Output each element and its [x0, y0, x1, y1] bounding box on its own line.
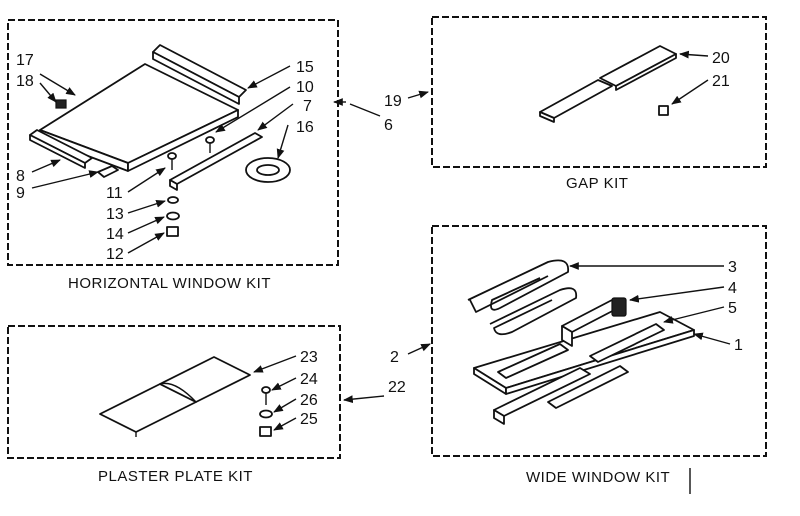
gap-strip-20: [539, 45, 677, 123]
nut-25: [259, 426, 272, 437]
gap-kit: 20 21 GAP KIT: [431, 16, 767, 192]
nut-12: [166, 226, 179, 237]
bar-8: [29, 129, 93, 169]
label-4: 4: [728, 280, 737, 297]
caption-plaster-plate-kit: PLASTER PLATE KIT: [98, 468, 253, 485]
label-20: 20: [712, 50, 730, 67]
washer-26: [259, 409, 273, 419]
label-1: 1: [734, 337, 743, 354]
screw-11: [167, 152, 177, 170]
label-8: 8: [16, 168, 25, 185]
plate-17: [39, 63, 239, 172]
caption-wide-window-kit: WIDE WINDOW KIT: [526, 469, 670, 486]
screw-10: [205, 136, 215, 153]
washer-14: [166, 211, 180, 221]
label-10: 10: [296, 79, 314, 96]
label-26: 26: [300, 392, 318, 409]
callout-2: 2: [390, 349, 399, 366]
gasket-3: [467, 259, 578, 336]
label-17: 17: [16, 52, 34, 69]
wide-kit-frame: [431, 225, 767, 457]
block-9: [97, 165, 119, 178]
callout-19: 19: [384, 93, 402, 110]
spring-4: [611, 297, 627, 317]
lower-rail: [493, 365, 629, 425]
label-11: 11: [106, 185, 123, 202]
label-23: 23: [300, 349, 318, 366]
kit-callouts: 19 6 2 22: [333, 90, 431, 404]
label-18: 18: [16, 73, 34, 90]
label-21: 21: [712, 73, 730, 90]
plaster-plate-23: [99, 356, 251, 437]
seal-16: [245, 157, 291, 183]
label-14: 14: [106, 226, 124, 243]
label-15: 15: [296, 59, 314, 76]
label-24: 24: [300, 371, 318, 388]
label-9: 9: [16, 185, 25, 202]
label-7: 7: [303, 98, 312, 115]
label-5: 5: [728, 300, 737, 317]
callout-6: 6: [384, 117, 393, 134]
label-13: 13: [106, 206, 124, 223]
plaster-plate-kit: 23 24 26 25 PLASTER PLATE KIT: [7, 325, 341, 485]
label-25: 25: [300, 411, 318, 428]
channel-5: [497, 299, 665, 379]
bar-7: [169, 132, 263, 191]
washer-13: [167, 196, 179, 204]
part-18: [55, 99, 67, 109]
plaster-kit-frame: [7, 325, 341, 459]
gap-kit-frame: [431, 16, 767, 168]
horizontal-kit-frame: [7, 19, 339, 266]
callout-22: 22: [388, 379, 406, 396]
label-3: 3: [728, 259, 737, 276]
label-16: 16: [296, 119, 314, 136]
wide-window-kit: 3 4 5 1 WIDE WINDOW KIT: [431, 225, 767, 494]
caption-horizontal-window-kit: HORIZONTAL WINDOW KIT: [68, 275, 271, 292]
caption-gap-kit: GAP KIT: [566, 175, 628, 192]
horizontal-window-kit: 17 18 15 10 7 16 8 9 11 13 14 12 HORIZON…: [7, 19, 339, 292]
label-12: 12: [106, 246, 124, 263]
nut-21: [658, 105, 669, 116]
screw-24: [261, 386, 271, 405]
bar-15: [152, 44, 247, 105]
